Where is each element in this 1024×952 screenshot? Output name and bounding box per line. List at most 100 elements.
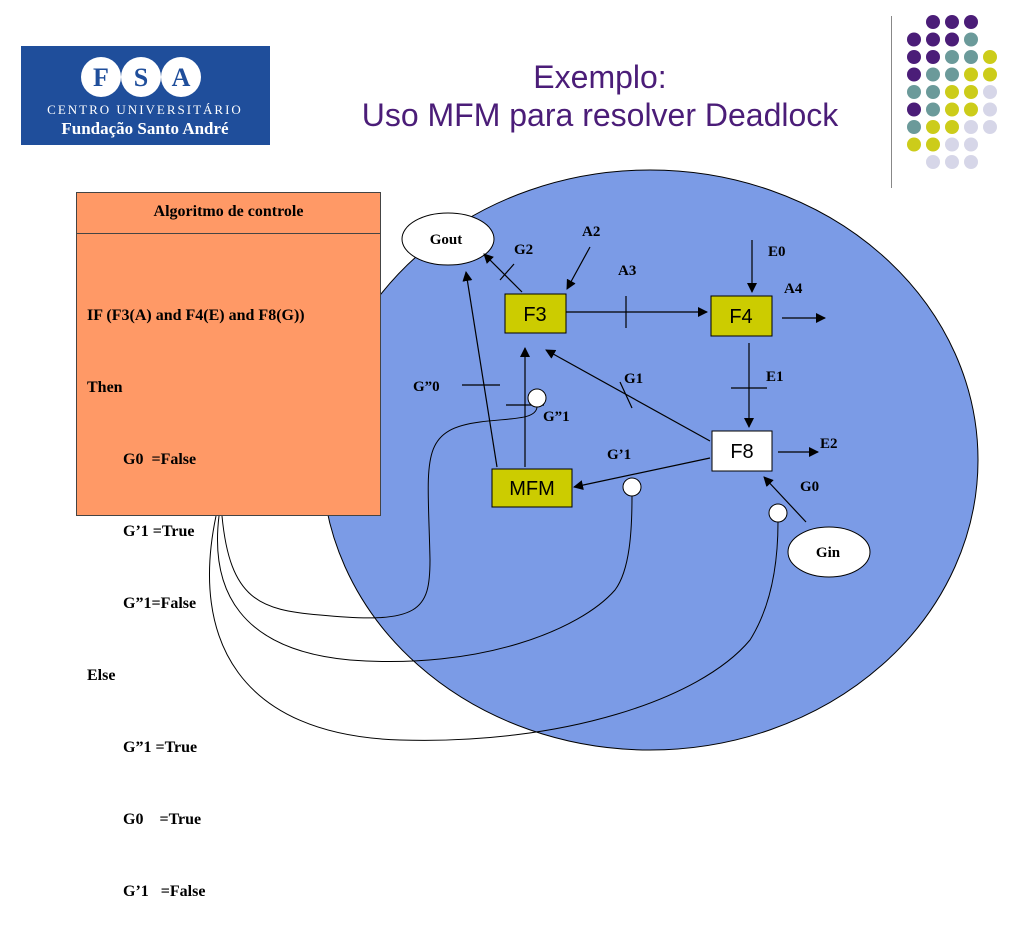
node-f4-label: F4 — [729, 306, 752, 328]
node-f8-label: F8 — [730, 441, 753, 463]
tick-g1 — [619, 381, 633, 409]
logo-letter-a: A — [172, 63, 191, 92]
label-g1: G1 — [624, 371, 643, 387]
node-gin — [787, 526, 871, 578]
label-g-prime-1: G’1 — [607, 447, 631, 463]
decorative-dot — [983, 50, 997, 64]
label-e1: E1 — [766, 369, 784, 385]
node-gout — [401, 212, 495, 266]
decorative-dot — [964, 155, 978, 169]
algorithm-title: Algoritmo de controle — [77, 193, 380, 234]
decorative-dot — [964, 50, 978, 64]
wire-g-dprime-1 — [221, 406, 538, 619]
decorative-dot — [945, 50, 959, 64]
decorative-dot — [926, 102, 940, 117]
label-e0: E0 — [768, 244, 786, 260]
decorative-dot — [945, 102, 959, 117]
wire-g-prime-1 — [217, 495, 633, 663]
label-g-dprime-1: G”1 — [543, 409, 570, 425]
decorative-dot — [964, 67, 978, 82]
decorative-dot — [964, 15, 978, 29]
decorative-dot — [926, 32, 940, 47]
decorative-dot — [983, 102, 997, 117]
decorative-dot — [926, 120, 940, 134]
decorative-dots — [907, 15, 997, 169]
node-mfm — [491, 468, 573, 508]
algorithm-line: G0 =False — [87, 451, 197, 468]
arrow-g2 — [483, 253, 523, 293]
decorative-dot — [945, 155, 959, 169]
label-a2: A2 — [582, 224, 600, 240]
decorative-dot — [964, 85, 978, 99]
algorithm-line: Then — [87, 379, 123, 396]
decorative-dot — [907, 102, 921, 117]
decorative-dot — [926, 50, 940, 64]
tick-g2 — [499, 263, 515, 281]
node-f4 — [710, 295, 773, 337]
decorative-dot — [945, 67, 959, 82]
decorative-dot — [964, 120, 978, 134]
arrow-g-prime-1 — [573, 457, 711, 491]
algorithm-body: IF (F3(A) and F4(E) and F8(G)) Then G0 =… — [77, 234, 380, 952]
sensor-g0 — [768, 503, 788, 523]
decorative-dot — [983, 67, 997, 82]
node-mfm-label: MFM — [509, 478, 555, 500]
decorative-dot — [926, 137, 940, 152]
algorithm-line: Else — [87, 667, 116, 684]
decorative-dot — [907, 50, 921, 64]
arrow-a2 — [566, 246, 591, 290]
decorative-dot — [907, 85, 921, 99]
logo-line2: Fundação Santo André — [61, 119, 229, 138]
label-a4: A4 — [784, 281, 803, 297]
decorative-dot — [907, 137, 921, 152]
logo-letter-f: F — [93, 63, 109, 92]
label-a3: A3 — [618, 263, 636, 279]
logo-line1: CENTRO UNIVERSITÁRIO — [47, 102, 243, 117]
decorative-dot — [907, 32, 921, 47]
algorithm-line: G”1=False — [87, 595, 197, 612]
decorative-dot — [945, 85, 959, 99]
label-g0: G0 — [800, 479, 819, 495]
algorithm-line: G’1 =False — [87, 883, 206, 900]
decorative-dot — [945, 15, 959, 29]
deadlock-diagram: F3 F4 F8 MFM Gout Gin — [209, 169, 979, 751]
title-line2: Uso MFM para resolver Deadlock — [361, 97, 839, 133]
node-gout-label: Gout — [430, 232, 463, 248]
sensor-g-dprime-1 — [527, 388, 547, 408]
decorative-dot — [926, 85, 940, 99]
decorative-dot — [964, 32, 978, 47]
divider-line — [891, 16, 892, 188]
logo-letter-s: S — [134, 63, 148, 92]
node-f3 — [504, 293, 567, 334]
decorative-dot — [926, 67, 940, 82]
node-f3-label: F3 — [523, 304, 546, 326]
arrow-g-dprime-0 — [462, 271, 498, 468]
node-gin-label: Gin — [816, 545, 841, 561]
label-e2: E2 — [820, 436, 838, 452]
decorative-dot — [907, 67, 921, 82]
arrow-g1 — [545, 349, 711, 442]
label-g-dprime-0: G”0 — [413, 379, 440, 395]
decorative-dot — [964, 137, 978, 152]
label-g2: G2 — [514, 242, 533, 258]
decorative-dot — [926, 15, 940, 29]
algorithm-box: Algoritmo de controle IF (F3(A) and F4(E… — [76, 192, 381, 900]
algorithm-line: G”1 =True — [87, 739, 198, 756]
decorative-dot — [926, 155, 940, 169]
algorithm-line: IF (F3(A) and F4(E) and F8(G)) — [87, 307, 305, 324]
wire-g0 — [209, 515, 779, 741]
fsa-logo: F S A CENTRO UNIVERSITÁRIO Fundação Sant… — [21, 46, 270, 145]
sensor-g-prime-1 — [622, 477, 642, 497]
decorative-dot — [983, 120, 997, 134]
decorative-dot — [945, 32, 959, 47]
arrow-g0 — [763, 476, 807, 523]
algorithm-line: G’1 =True — [87, 523, 195, 540]
title-line1: Exemplo: — [533, 59, 667, 95]
slide-title: Exemplo: Uso MFM para resolver Deadlock — [300, 58, 900, 134]
decorative-dot — [964, 102, 978, 117]
decorative-dot — [907, 120, 921, 134]
decorative-dot — [945, 137, 959, 152]
algorithm-line: G0 =True — [87, 811, 202, 828]
node-f8 — [711, 430, 773, 472]
decorative-dot — [945, 120, 959, 134]
